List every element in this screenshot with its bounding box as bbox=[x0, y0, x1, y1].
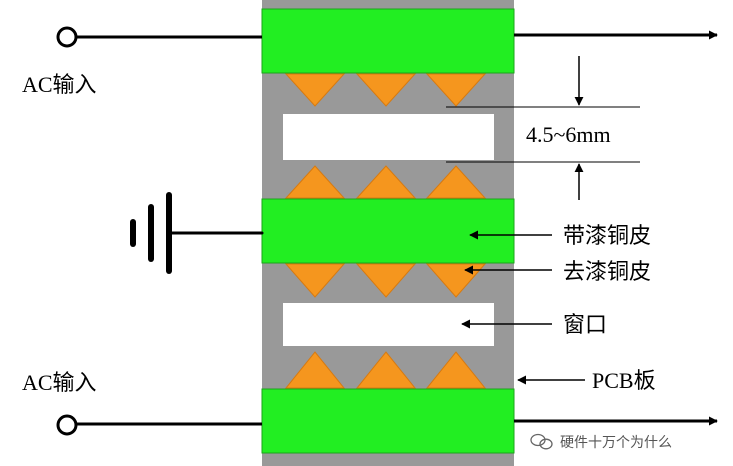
wechat-logo-icon bbox=[530, 433, 553, 450]
dimension-label: 4.5~6mm bbox=[526, 122, 611, 147]
window-lower bbox=[283, 303, 494, 346]
ground-icon bbox=[130, 192, 264, 274]
window-upper bbox=[283, 114, 494, 160]
watermark-text: 硬件十万个为什么 bbox=[560, 435, 672, 451]
ac-input-top-label: AC输入 bbox=[22, 72, 97, 97]
exposed-copper-row-4 bbox=[284, 351, 487, 389]
copper-layer-top bbox=[261, 8, 515, 74]
window-label: 窗口 bbox=[563, 312, 607, 337]
exposed-copper-row-3 bbox=[284, 263, 487, 298]
pcb-label: PCB板 bbox=[592, 368, 656, 393]
ac-input-top-terminal bbox=[56, 26, 78, 48]
copper-without-lacquer-label: 去漆铜皮 bbox=[563, 259, 651, 284]
ac-input-bottom-terminal bbox=[56, 414, 78, 436]
copper-layer-middle bbox=[261, 198, 515, 264]
dimension-marker bbox=[446, 56, 640, 200]
exposed-copper-row-1 bbox=[284, 73, 487, 107]
ac-input-bottom-label: AC输入 bbox=[22, 370, 97, 395]
exposed-copper-row-2 bbox=[284, 165, 487, 199]
copper-with-lacquer-label: 带漆铜皮 bbox=[563, 223, 651, 248]
copper-layer-bottom bbox=[261, 388, 515, 454]
